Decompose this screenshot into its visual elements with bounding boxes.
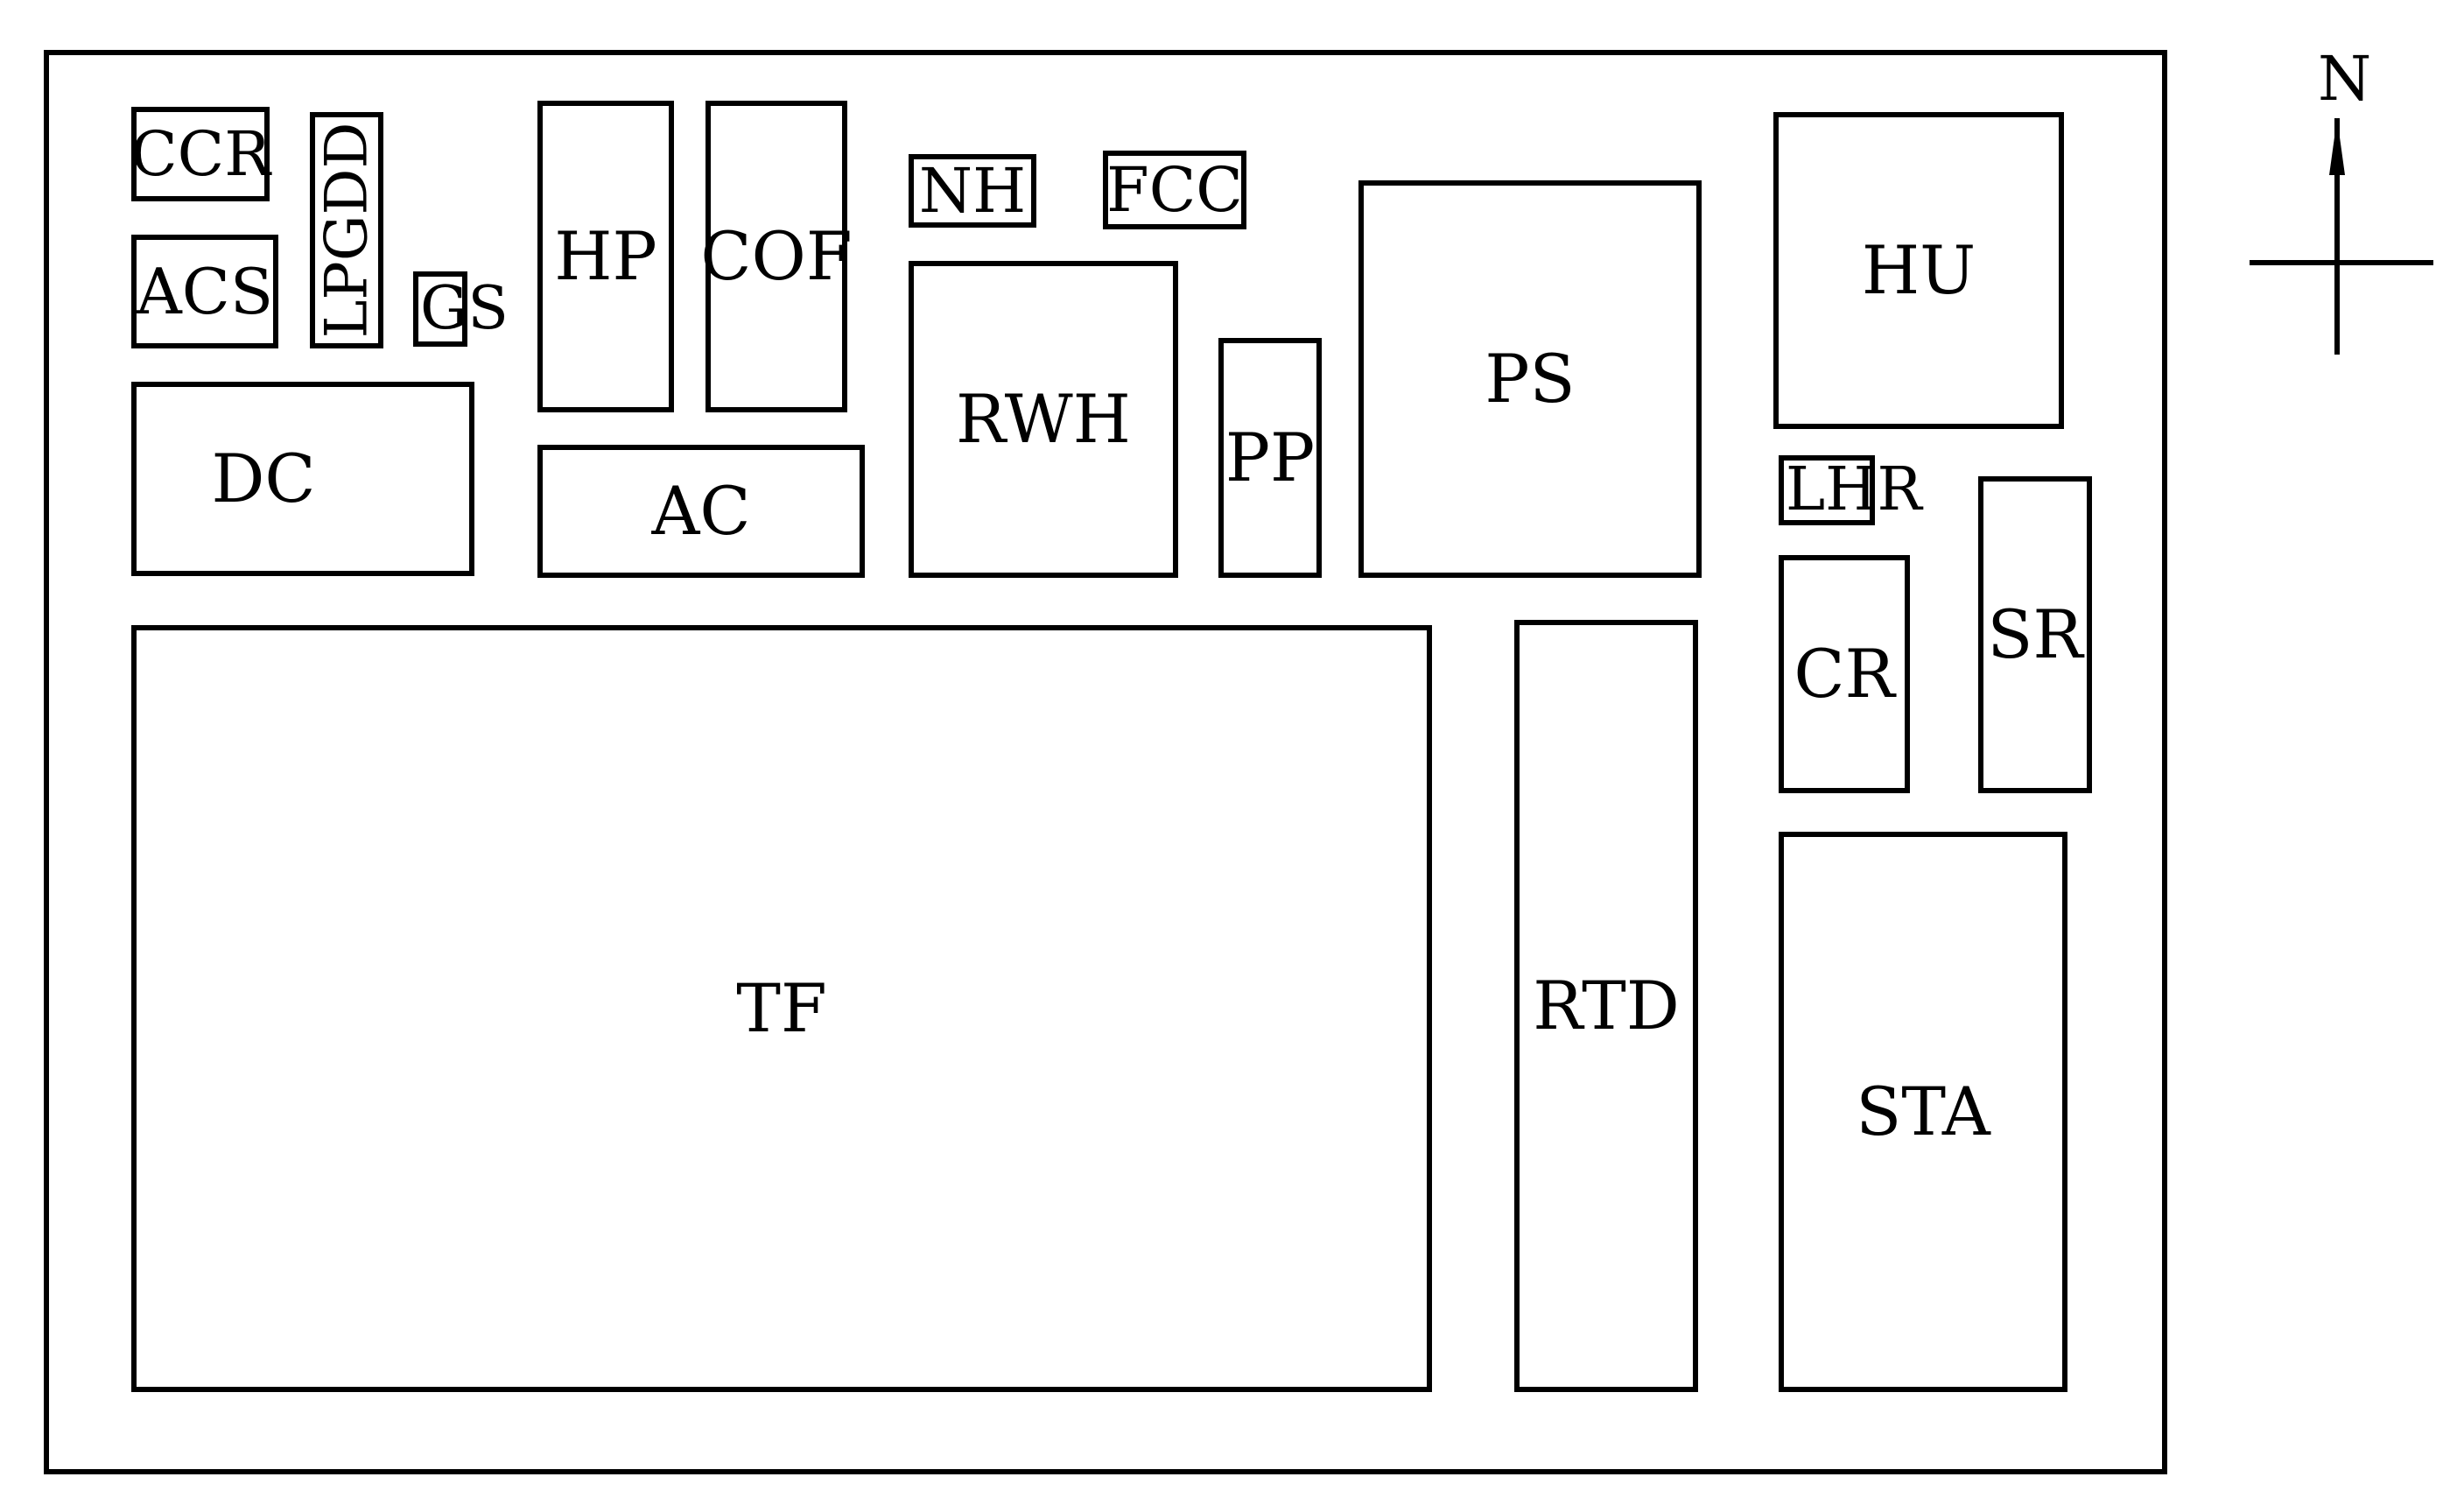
block-sta: STA: [1779, 832, 2067, 1392]
block-ccr-label: CCR: [130, 118, 270, 190]
block-cof-label: COF: [700, 217, 853, 295]
block-hu-label: HU: [1861, 231, 1976, 309]
compass-cross-icon: [2250, 118, 2433, 355]
block-tf-label: TF: [736, 969, 827, 1047]
block-cof: COF: [700, 101, 853, 412]
north-arrow: N: [2241, 48, 2433, 363]
block-hp: HP: [537, 101, 674, 412]
block-cr: CR: [1779, 555, 1910, 793]
block-lpgdd-label: LPGDD: [312, 122, 381, 339]
block-dc-label: DC: [211, 440, 316, 517]
block-ps: PS: [1358, 180, 1702, 578]
block-ps-label: PS: [1485, 340, 1576, 418]
block-rtd-label: RTD: [1533, 967, 1680, 1044]
block-nh: NH: [909, 154, 1036, 228]
block-rwh: RWH: [909, 261, 1178, 578]
block-lhr: LHR: [1779, 455, 1922, 525]
block-dc: DC: [131, 382, 474, 576]
north-label: N: [2318, 43, 2372, 115]
block-sta-label: STA: [1856, 1072, 1990, 1150]
block-lpgdd: LPGDD: [310, 112, 383, 348]
block-sr: SR: [1978, 476, 2092, 793]
block-fcc: FCC: [1103, 151, 1246, 229]
site-boundary: [44, 50, 2167, 1474]
block-acs: ACS: [131, 235, 278, 348]
block-hu: HU: [1773, 112, 2064, 429]
block-fcc-label: FCC: [1106, 154, 1243, 226]
block-hp-label: HP: [554, 217, 657, 295]
block-rtd: RTD: [1514, 620, 1698, 1392]
block-ac: AC: [537, 445, 865, 578]
block-gs-label: GS: [420, 274, 509, 343]
block-nh-label: NH: [918, 155, 1027, 227]
block-acs-label: ACS: [136, 255, 274, 328]
block-ccr: CCR: [130, 107, 270, 201]
block-sr-label: SR: [1987, 595, 2083, 673]
block-ac-label: AC: [651, 472, 751, 550]
block-rwh-label: RWH: [956, 380, 1131, 458]
block-lhr-label: LHR: [1786, 455, 1922, 524]
block-tf: TF: [131, 625, 1432, 1392]
block-cr-label: CR: [1794, 635, 1895, 713]
block-pp-label: PP: [1225, 418, 1316, 496]
block-gs: GS: [413, 271, 509, 347]
block-pp: PP: [1218, 338, 1322, 578]
